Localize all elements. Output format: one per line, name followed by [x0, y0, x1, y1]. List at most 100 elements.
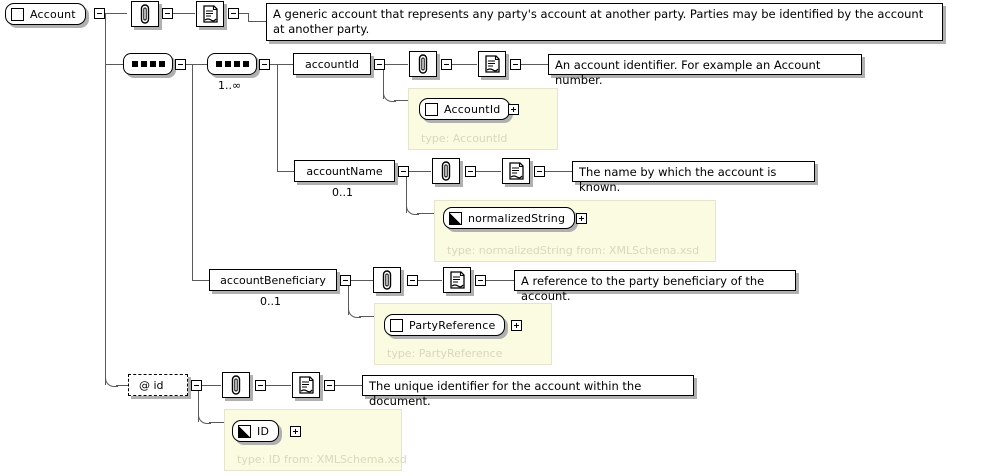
element-accountid[interactable]: accountId [293, 53, 371, 75]
toggle-expand-accountid-type[interactable] [508, 104, 519, 115]
toggle-annotation-root[interactable] [162, 8, 173, 19]
connector-accountname-doc-to-box [534, 171, 572, 172]
connector-idattr-to-annotation [191, 385, 221, 386]
connector-root-to-id-attr [116, 385, 128, 386]
sequence-dot [149, 61, 156, 67]
documentation-text-root: A generic account that represents any pa… [266, 3, 943, 41]
connector-seq-inner-branch [277, 64, 278, 172]
type-reference-id-attribute-label: ID [257, 424, 270, 438]
simple-type-icon [449, 211, 462, 225]
connector-beneficiary-to-typepanel [359, 316, 375, 317]
paperclip-glyph [231, 375, 241, 395]
root-element-account[interactable]: Account [5, 3, 86, 25]
cardinality-sequence-inner: 1..∞ [218, 79, 242, 92]
paperclip-glyph [418, 54, 428, 74]
toggle-annotation-accountname[interactable] [465, 166, 476, 177]
annotation-icon-id-attribute[interactable] [222, 372, 250, 398]
toggle-expand-accountname-type[interactable] [576, 213, 587, 224]
paperclip-glyph [140, 4, 150, 24]
connector-accountid-doc-to-box [510, 64, 548, 65]
connector-seq-outer-to-inner [185, 64, 207, 65]
document-glyph [508, 162, 524, 180]
sequence-dot [224, 61, 231, 67]
connector-accountid-annot-to-doc [442, 64, 477, 65]
toggle-accountbeneficiary[interactable] [340, 275, 351, 286]
type-reference-id-attribute[interactable]: ID [232, 420, 280, 442]
toggle-documentation-accountbeneficiary[interactable] [475, 275, 486, 286]
annotation-icon-accountid[interactable] [409, 51, 437, 77]
documentation-text-accountid-label: An account identifier. For example an Ac… [555, 58, 821, 87]
connector-accountid-type-branch [383, 64, 384, 99]
toggle-expand-accountbeneficiary-type[interactable] [511, 320, 522, 331]
type-reference-accountbeneficiary-label: PartyReference [409, 318, 496, 332]
toggle-documentation-id-attribute[interactable] [324, 380, 335, 391]
type-reference-accountname-label: normalizedString [468, 211, 566, 225]
root-element-label: Account [30, 7, 76, 21]
connector-accountname-to-typepanel [417, 213, 435, 214]
connector-seq-outer-to-beneficiary [192, 280, 209, 281]
type-caption-id-attribute: type: ID from: XMLSchema.xsd [237, 453, 407, 466]
annotation-icon-accountbeneficiary[interactable] [373, 267, 401, 293]
documentation-icon-accountid[interactable] [478, 51, 506, 77]
connector-accountname-to-annotation [398, 171, 431, 172]
documentation-icon-root[interactable] [196, 1, 224, 27]
type-reference-accountid[interactable]: AccountId [419, 98, 511, 120]
toggle-annotation-accountid[interactable] [441, 59, 452, 70]
connector-accountid-to-typepanel [394, 100, 410, 101]
type-panel-accountname: type: normalizedString from: XMLSchema.x… [434, 200, 716, 262]
element-accountname-label: accountName [306, 164, 383, 178]
annotation-icon-root[interactable] [131, 1, 159, 27]
cardinality-accountbeneficiary: 0..1 [260, 295, 281, 308]
complex-type-icon [390, 318, 403, 332]
documentation-text-accountbeneficiary-label: A reference to the party beneficiary of … [521, 274, 765, 303]
paperclip-glyph [441, 161, 451, 181]
attribute-id[interactable]: @ id [128, 374, 188, 396]
sequence-compositor-outer[interactable] [123, 53, 173, 75]
connector-accountname-type-elbow [406, 203, 419, 215]
toggle-documentation-accountid[interactable] [510, 59, 521, 70]
toggle-annotation-id-attribute[interactable] [255, 380, 266, 391]
connector-docbox-root-in [248, 21, 266, 22]
type-caption-accountid: type: AccountId [421, 132, 508, 145]
documentation-text-id-attribute-label: The unique identifier for the account wi… [369, 379, 642, 408]
toggle-attribute-id[interactable] [191, 380, 202, 391]
document-glyph [484, 55, 500, 73]
connector-seq-inner-to-accountname [277, 171, 294, 172]
documentation-icon-accountname[interactable] [502, 158, 530, 184]
annotation-icon-accountname[interactable] [432, 158, 460, 184]
connector-root-trunk-elbow [105, 375, 118, 387]
documentation-icon-id-attribute[interactable] [292, 372, 320, 398]
toggle-documentation-root[interactable] [228, 8, 239, 19]
type-reference-accountbeneficiary[interactable]: PartyReference [384, 314, 506, 336]
type-caption-beneficiary: type: PartyReference [387, 347, 503, 360]
element-accountbeneficiary-label: accountBeneficiary [220, 273, 326, 287]
connector-seq-inner-to-accountid [268, 64, 293, 65]
connector-root-trunk [105, 13, 106, 385]
connector-root-to-annotation [105, 13, 127, 14]
documentation-icon-accountbeneficiary[interactable] [443, 267, 471, 293]
toggle-sequence-inner[interactable] [259, 59, 270, 70]
element-accountbeneficiary[interactable]: accountBeneficiary [209, 269, 337, 291]
complex-type-icon [425, 102, 438, 116]
element-accountname[interactable]: accountName [294, 160, 395, 182]
connector-seq-outer-branch [192, 64, 193, 281]
toggle-account[interactable] [94, 8, 105, 19]
toggle-annotation-accountbeneficiary[interactable] [407, 275, 418, 286]
toggle-documentation-accountname[interactable] [534, 166, 545, 177]
element-accountid-label: accountId [304, 57, 360, 71]
toggle-accountname[interactable] [398, 166, 409, 177]
toggle-accountid[interactable] [374, 59, 385, 70]
toggle-sequence-outer[interactable] [175, 59, 186, 70]
sequence-compositor-inner[interactable] [207, 53, 257, 75]
connector-beneficiary-type-elbow [348, 306, 361, 318]
documentation-text-root-label: A generic account that represents any pa… [273, 7, 924, 36]
documentation-text-accountname: The name by which the account is known. [572, 161, 815, 194]
connector-accountname-type-branch [406, 171, 407, 213]
document-glyph [449, 271, 465, 289]
documentation-text-accountbeneficiary: A reference to the party beneficiary of … [514, 270, 796, 303]
connector-idattr-type-branch [198, 385, 199, 422]
connector-docbox-root-drop [248, 13, 249, 21]
toggle-expand-id-attribute-type[interactable] [290, 426, 301, 437]
type-reference-accountname[interactable]: normalizedString [443, 207, 576, 229]
